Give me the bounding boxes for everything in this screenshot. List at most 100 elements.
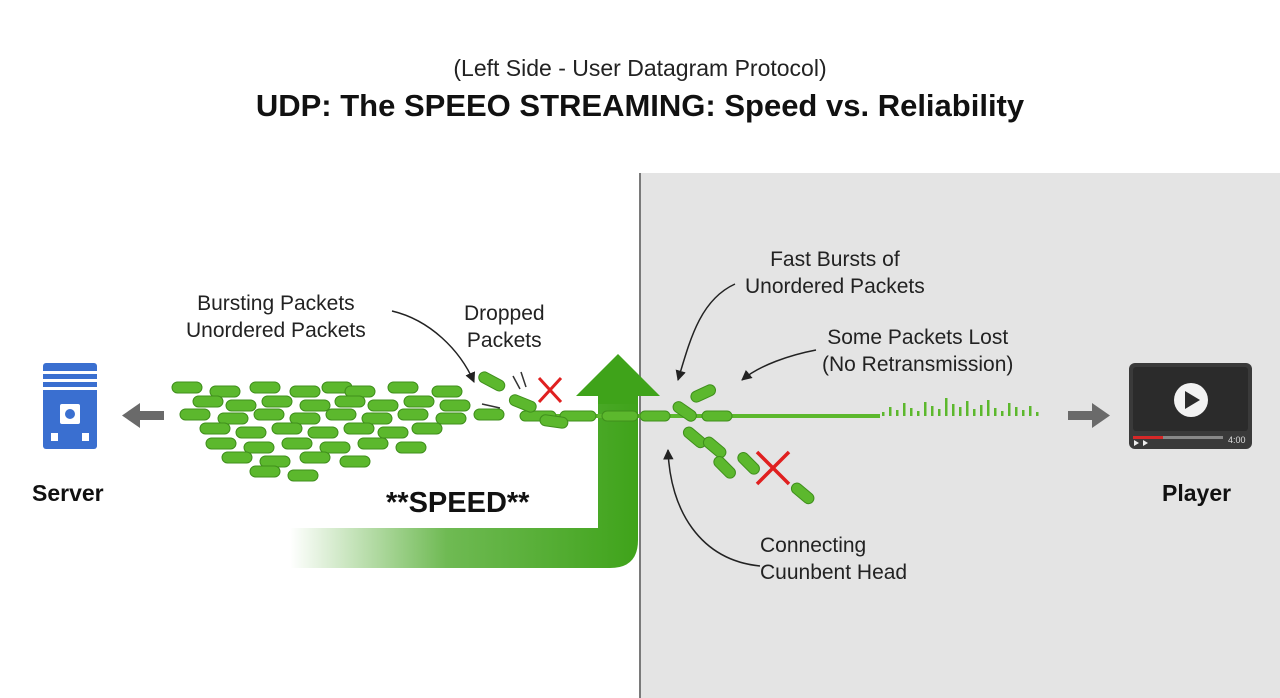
burst-bar [889, 407, 892, 416]
burst-bar [1036, 412, 1039, 416]
label-dropped-packets: Dropped Packets [464, 300, 545, 354]
burst-bar [952, 404, 955, 416]
packet [319, 441, 351, 454]
label-packets-lost: Some Packets Lost (No Retransmission) [822, 324, 1013, 378]
drop-x-icon [537, 376, 563, 404]
packet [395, 441, 427, 454]
packet [171, 381, 203, 394]
burst-bar [973, 409, 976, 416]
packet [179, 408, 211, 421]
burst-bar [903, 403, 906, 416]
diagram-subtitle: (Left Side - User Datagram Protocol) [453, 55, 827, 81]
center-divider [639, 173, 641, 698]
packet [287, 469, 319, 482]
packet [217, 412, 249, 425]
label-dropped-line1: Dropped [464, 302, 545, 325]
packet-cloud [171, 381, 505, 482]
speed-arrow [290, 354, 660, 568]
burst-bar [931, 406, 934, 416]
packet [431, 385, 463, 398]
packet [199, 422, 231, 435]
speed-label: **SPEED** [386, 487, 530, 519]
burst-bar [896, 410, 899, 416]
burst-bar [980, 405, 983, 416]
label-bursting-packets: Bursting Packets Unordered Packets [186, 290, 366, 344]
packet [225, 399, 257, 412]
packet [339, 455, 371, 468]
burst-bar [910, 408, 913, 416]
packet [221, 451, 253, 464]
burst-bar [945, 398, 948, 416]
packet [473, 408, 505, 421]
server-icon [43, 363, 97, 449]
packet-stream [519, 410, 880, 422]
left-arrow-icon [122, 403, 164, 428]
packet [192, 395, 224, 408]
burst-bar [987, 400, 990, 416]
packet [289, 412, 321, 425]
player-label: Player [1162, 480, 1232, 506]
packet [361, 412, 393, 425]
right-arrow-icon [1068, 403, 1110, 428]
burst-bar [938, 409, 941, 416]
label-connecting: Connecting Cuunbent Head [760, 532, 907, 586]
packet [367, 399, 399, 412]
video-player-icon [1129, 363, 1252, 449]
packet [253, 408, 285, 421]
burst-bar [1029, 406, 1032, 416]
packet [299, 451, 331, 464]
burst-bar [882, 412, 885, 416]
label-connecting-line1: Connecting [760, 534, 867, 557]
packet [281, 437, 313, 450]
packet [271, 422, 303, 435]
burst-bar [1001, 411, 1004, 416]
packet [397, 408, 429, 421]
packet [377, 426, 409, 439]
packet [334, 395, 366, 408]
packet [403, 395, 435, 408]
packet [439, 399, 471, 412]
player-timestamp: 4:00 [1228, 435, 1246, 445]
packet [289, 385, 321, 398]
packet [387, 381, 419, 394]
packet [259, 455, 291, 468]
packet [299, 399, 331, 412]
burst-bar [1008, 403, 1011, 416]
server-label: Server [32, 480, 104, 506]
burst-bar [917, 411, 920, 416]
arrow-connecting [663, 448, 761, 567]
packet [357, 437, 389, 450]
packet [243, 441, 275, 454]
packet-burst-bars [882, 398, 1039, 416]
packet [411, 422, 443, 435]
label-fast-line1: Fast Bursts of [770, 248, 900, 271]
packet [343, 422, 375, 435]
packet [235, 426, 267, 439]
label-lost-line1: Some Packets Lost [827, 326, 1009, 349]
arrow-fast [675, 283, 736, 382]
label-fast-line2: Unordered Packets [745, 275, 925, 298]
label-dropped-line2: Packets [466, 329, 542, 352]
burst-bar [959, 407, 962, 416]
burst-bar [1015, 407, 1018, 416]
burst-bar [924, 402, 927, 416]
packet [249, 381, 281, 394]
packet [209, 385, 241, 398]
packet [435, 412, 467, 425]
packet [205, 437, 237, 450]
arrow-bursting [391, 310, 476, 383]
burst-bar [994, 408, 997, 416]
packet [325, 408, 357, 421]
label-fast-bursts: Fast Bursts of Unordered Packets [745, 246, 925, 300]
burst-bar [966, 401, 969, 416]
dropped-packets [478, 371, 569, 429]
packet [249, 465, 281, 478]
arrow-lost [741, 349, 817, 381]
lost-packets [672, 384, 815, 505]
lost-x-icon [755, 450, 791, 486]
label-bursting-line1: Bursting Packets [197, 292, 355, 315]
burst-bar [1022, 410, 1025, 416]
label-lost-line2: (No Retransmission) [822, 353, 1014, 376]
diagram-title: UDP: The SPEEO STREAMING: Speed vs. Reli… [255, 88, 1025, 123]
